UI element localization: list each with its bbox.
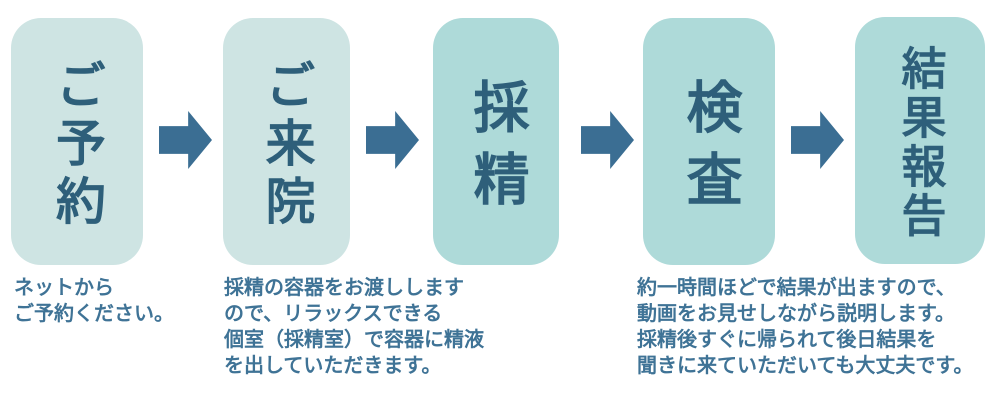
step-description-reservation: ネットから ご予約ください。	[14, 275, 174, 325]
step-title-reservation: ご予約	[48, 58, 106, 233]
step-box-test: 検査	[643, 18, 775, 265]
step-description-visit: 採精の容器をお渡しします ので、リラックスできる 個室（採精室）で容器に精液 を…	[224, 275, 484, 377]
step-title-test: 検査	[677, 77, 742, 222]
arrow-right-icon	[581, 111, 634, 169]
step-title-visit: ご来院	[257, 58, 316, 233]
step-box-collection: 採精	[433, 18, 559, 265]
arrow-right-icon	[791, 111, 844, 169]
step-box-result-report: 結果報告	[855, 17, 985, 264]
arrow-right-icon	[366, 111, 419, 169]
step-title-result-report: 結果報告	[893, 44, 947, 241]
step-box-visit: ご来院	[223, 18, 350, 265]
step-box-reservation: ご予約	[11, 18, 143, 265]
step-description-test: 約一時間ほどで結果が出ますので、 動画をお見せしながら説明します。 採精後すぐに…	[637, 275, 974, 377]
arrow-right-icon	[159, 111, 212, 169]
step-title-collection: 採精	[464, 77, 529, 222]
